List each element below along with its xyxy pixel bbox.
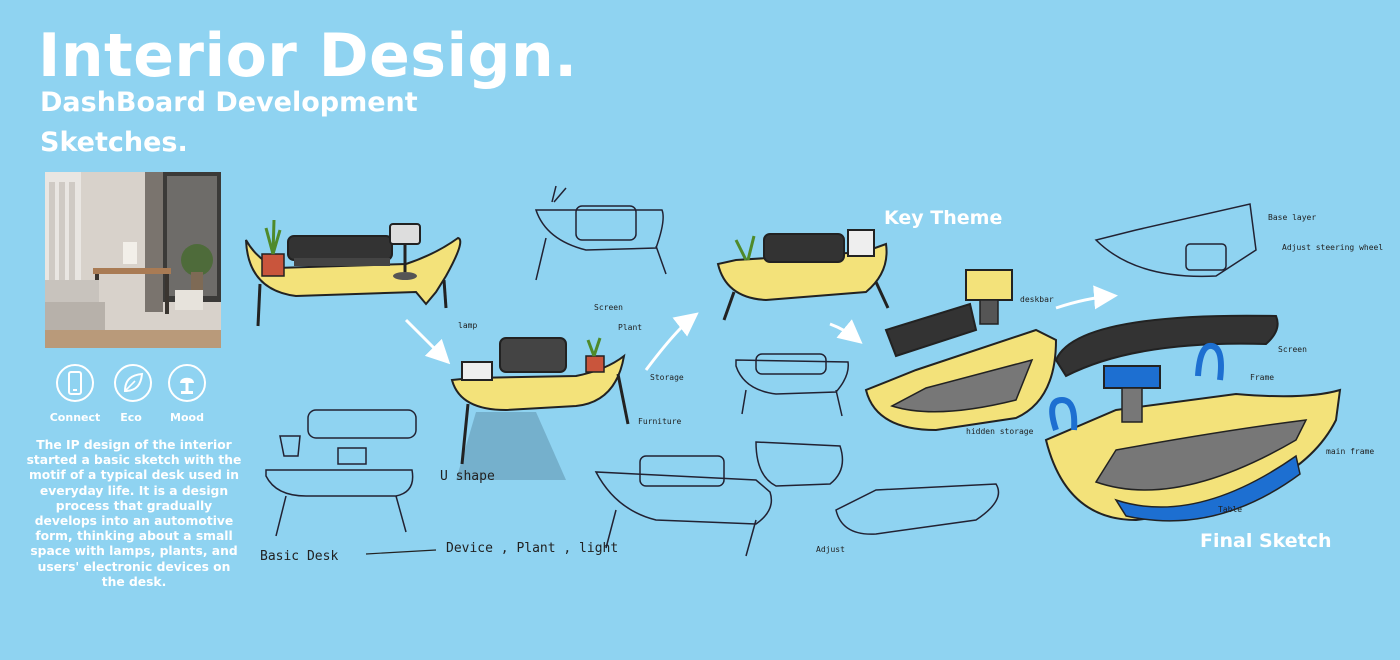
yellow-dashboard-sketch xyxy=(864,269,1058,432)
line-sketch-desk-2 xyxy=(534,185,667,281)
flow-arrow xyxy=(644,312,699,371)
phone-icon xyxy=(56,364,94,402)
annotation-hidden-storage: hidden storage xyxy=(966,427,1034,436)
annotation-u-shape: U shape xyxy=(440,469,495,484)
reference-photo xyxy=(45,172,221,348)
annotation-screen-final: Screen xyxy=(1278,345,1307,354)
mood-label: Mood xyxy=(170,411,204,424)
key-theme-sketch xyxy=(716,229,890,321)
sketch-canvas: lamp Screen Plant Storage Furniture U sh… xyxy=(245,185,1383,564)
annotation-deskbar: deskbar xyxy=(1020,295,1054,304)
annotated-desk-sketch: lamp Screen Plant Storage Furniture xyxy=(450,303,684,480)
annotation-furniture: Furniture xyxy=(638,417,682,426)
description-text: The IP design of the interior started a … xyxy=(26,438,242,589)
annotation-screen: Screen xyxy=(594,303,623,312)
annotation-device-plant-light: Device , Plant , light xyxy=(446,541,618,556)
line-sketch-desk-3 xyxy=(594,455,773,557)
eco-feature xyxy=(114,364,152,402)
key-theme-label: Key Theme xyxy=(884,207,1002,229)
annotation-adjust: Adjust xyxy=(816,545,845,554)
lamp-icon xyxy=(168,364,206,402)
yellow-desk-sketch xyxy=(245,219,462,327)
annotation-main-frame: main frame xyxy=(1326,447,1374,456)
final-dashboard-sketch xyxy=(1044,314,1342,522)
leaf-icon xyxy=(114,364,152,402)
annotation-lamp: lamp xyxy=(458,321,477,330)
page-title: Interior Design. xyxy=(38,21,578,91)
line-sketch-desk-4 xyxy=(735,353,849,417)
flow-arrow xyxy=(404,318,451,365)
annotation-table: Table xyxy=(1218,505,1242,514)
final-sketch-label: Final Sketch xyxy=(1200,530,1332,552)
annotation-base-layer: Base layer xyxy=(1268,213,1316,222)
line-sketch-desk-5: Adjust xyxy=(755,441,1000,554)
annotation-plant: Plant xyxy=(618,323,642,332)
basic-desk-sketch xyxy=(265,409,417,537)
connect-label: Connect xyxy=(49,411,101,424)
annotation-storage: Storage xyxy=(650,373,684,382)
page-subtitle-line1: DashBoard Development xyxy=(40,87,418,118)
line-sketch-steering xyxy=(1094,203,1257,278)
flow-arrow xyxy=(829,319,863,344)
eco-label: Eco xyxy=(120,411,142,424)
interior-photo-illustration xyxy=(45,172,221,348)
flow-arrow xyxy=(1055,285,1118,310)
annotation-adjust-steering: Adjust steering wheel xyxy=(1282,243,1383,252)
annotation-frame: Frame xyxy=(1250,373,1274,382)
mood-feature xyxy=(168,364,206,402)
annotation-basic-desk: Basic Desk xyxy=(260,549,338,564)
connect-feature xyxy=(56,364,94,402)
page-subtitle-line2: Sketches. xyxy=(40,127,188,158)
annotation-leader-line xyxy=(365,549,437,555)
